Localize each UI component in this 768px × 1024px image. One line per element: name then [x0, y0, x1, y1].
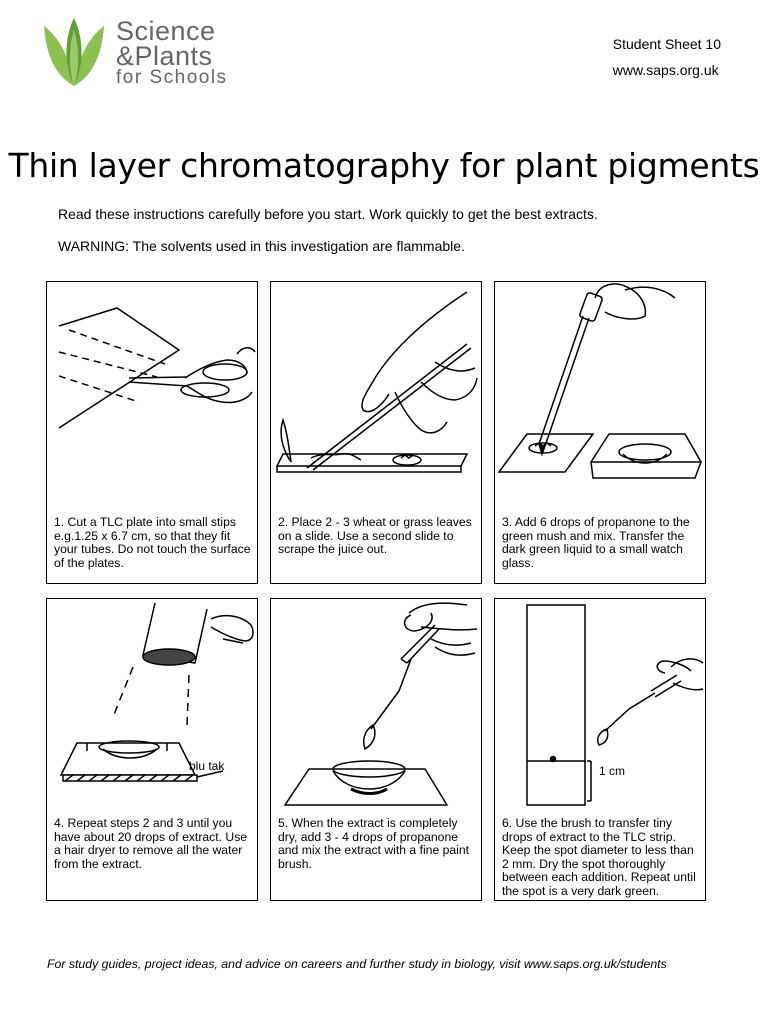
step-panel-3: 3. Add 6 drops of propanone to the green… — [494, 281, 706, 584]
step-5-caption: 5. When the extract is completely dry, a… — [278, 816, 470, 871]
step-3-caption: 3. Add 6 drops of propanone to the green… — [502, 515, 690, 570]
logo-line-science: Science — [116, 16, 216, 46]
page-title: Thin layer chromatography for plant pigm… — [8, 146, 760, 185]
step-panel-2: 2. Place 2 - 3 wheat or grass leaves on … — [270, 281, 482, 584]
scissors-cutting-plate-illustration — [58, 307, 256, 429]
step-panel-6: 1 cm 6. Use the brush to transfer tiny d… — [494, 598, 706, 901]
saps-logo: Science &Plants for Schools — [42, 16, 252, 94]
sheet-number: Student Sheet 10 — [612, 36, 721, 52]
blu-tak-label: blu tak — [189, 759, 225, 773]
slides-scraping-leaves-illustration — [275, 291, 478, 473]
sheet-info: Student Sheet 10 www.saps.org.uk — [613, 31, 721, 83]
footer-note: For study guides, project ideas, and adv… — [47, 957, 667, 971]
brush-mixing-extract-illustration — [283, 602, 478, 806]
pipette-watch-glass-illustration — [497, 283, 702, 479]
brush-spotting-strip-illustration — [526, 604, 704, 806]
step-1-caption: 1. Cut a TLC plate into small stips e.g.… — [54, 515, 251, 570]
step-4-caption: 4. Repeat steps 2 and 3 until you have a… — [54, 816, 248, 871]
step-panel-1: 1. Cut a TLC plate into small stips e.g.… — [46, 281, 258, 584]
intro-warning: WARNING: The solvents used in this inves… — [58, 238, 465, 254]
leaf-logo-icon — [44, 18, 104, 86]
one-cm-label: 1 cm — [599, 764, 626, 778]
intro-instructions: Read these instructions carefully before… — [58, 206, 598, 222]
website-link[interactable]: www.saps.org.uk — [612, 62, 719, 78]
hair-dryer-watch-glass-illustration — [59, 602, 254, 782]
logo-line-schools: for Schools — [116, 67, 228, 88]
step-2-caption: 2. Place 2 - 3 wheat or grass leaves on … — [278, 515, 472, 557]
logo-line-plants: &Plants — [116, 41, 213, 71]
step-panel-4: blu tak 4. Repeat steps 2 and 3 until yo… — [46, 598, 258, 901]
step-6-caption: 6. Use the brush to transfer tiny drops … — [502, 816, 696, 898]
step-panel-5: 5. When the extract is completely dry, a… — [270, 598, 482, 901]
